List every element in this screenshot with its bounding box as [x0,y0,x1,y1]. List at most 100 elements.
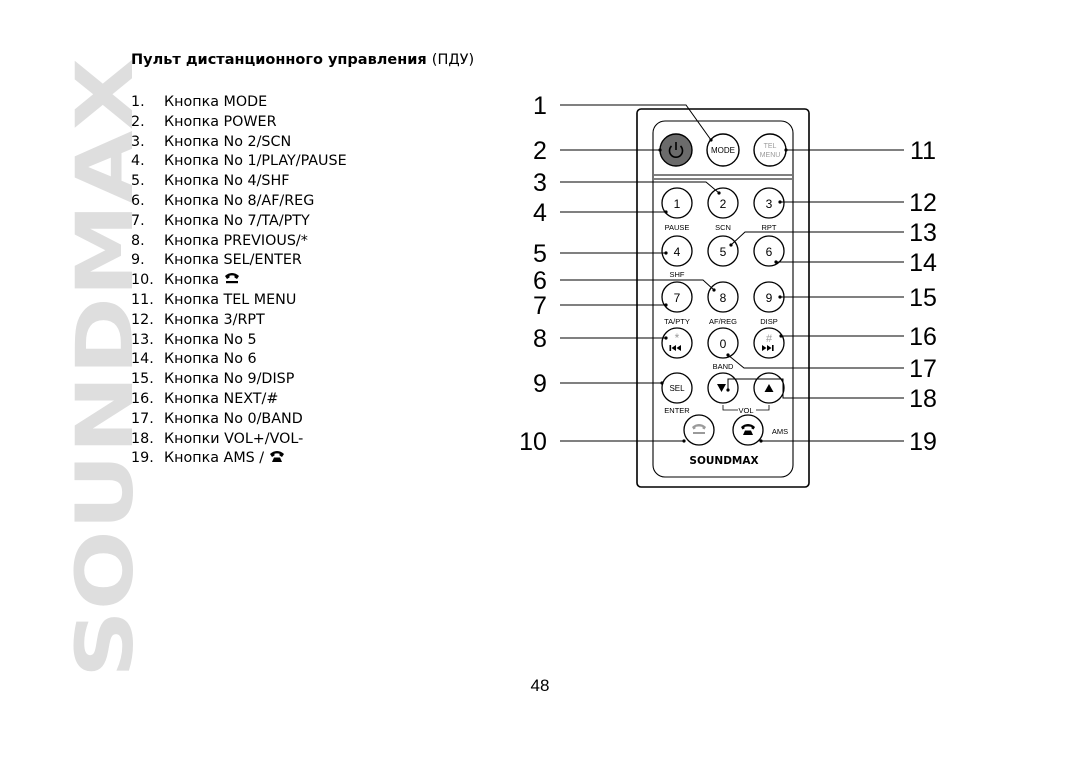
item-number: 15. [131,371,154,388]
vol-up-button[interactable] [753,372,785,404]
item-number: 11. [131,291,154,308]
sel-button[interactable]: SEL [661,372,693,404]
item-number: 17. [131,410,154,427]
item-number: 2. [131,113,145,130]
list-item: 9.Кнопка SEL/ENTER [131,251,347,271]
item-number: 7. [131,212,145,229]
phone-answer-icon [268,449,286,463]
item-text: Кнопка No 0/BAND [164,410,303,427]
key-label: 5 [720,245,727,259]
leader-lines-right [726,148,904,443]
callout-number: 19 [909,428,937,456]
item-text: Кнопка No 6 [164,351,257,368]
remote-logo: SOUNDMAX [689,455,758,467]
star-label: * [675,331,680,345]
mode-button[interactable]: MODE [706,133,740,167]
list-item: 1. Кнопка MODE [131,93,347,113]
previous-icon [669,345,681,351]
callout-number: 14 [909,249,937,277]
callout-number: 1 [533,92,547,120]
disp-label: DISP [760,317,778,326]
key-4-button[interactable]: 4 [661,235,693,267]
phone-hangup-icon [692,424,706,434]
vol-down-button[interactable] [707,372,739,404]
item-text: Кнопка [164,272,219,289]
item-text: Кнопка MODE [164,94,268,110]
callout-number: 9 [533,370,547,398]
ams-label: AMS [772,427,788,436]
key-5-button[interactable]: 5 [707,235,739,267]
list-item: 17. Кнопка No 0/BAND [131,410,347,430]
callout-number: 10 [519,428,547,456]
vol-label: VOL [738,406,753,415]
callout-number: 6 [533,267,547,295]
hangup-button[interactable] [683,414,715,446]
page-title: Пульт дистанционного управления (ПДУ) [131,52,474,68]
key-8-button[interactable]: 8 [707,281,739,313]
key-2-button[interactable]: 2 [707,187,739,219]
item-number: 6. [131,192,145,209]
leader-lines-left [560,104,721,443]
item-number: 12. [131,311,154,328]
power-button[interactable] [659,133,693,167]
callout-number: 8 [533,325,547,353]
key-0-button[interactable]: 0 [707,327,739,359]
item-number: 14. [131,351,154,368]
item-text: Кнопка No 8/AF/REG [164,192,315,209]
next-button[interactable]: # [753,327,785,359]
menu-label: MENU [760,152,781,159]
key-label: 1 [674,197,681,211]
key-7-button[interactable]: 7 [661,281,693,313]
list-item: 7.Кнопка No 7/TA/PTY [131,212,347,232]
item-text: Кнопка 3/RPT [164,311,265,328]
list-item: 11.Кнопка TEL MENU [131,291,347,311]
key-label: 7 [674,291,681,305]
item-text: Кнопка NEXT/# [164,390,279,407]
key-label: 3 [766,197,773,211]
list-item: 18.Кнопки VOL+/VOL- [131,430,347,450]
callout-number: 3 [533,169,547,197]
title-main: Пульт дистанционного управления [131,52,427,68]
list-item: 14. Кнопка No 6 [131,350,347,370]
sel-label: SEL [669,384,685,393]
list-item: 3.Кнопка No 2/SCN [131,133,347,153]
pause-label: PAUSE [665,223,690,232]
callout-number: 18 [909,385,937,413]
list-item: 4.Кнопка No 1/PLAY/PAUSE [131,152,347,172]
item-text: Кнопка No 4/SHF [164,173,290,190]
key-label: 4 [674,245,681,259]
callout-number: 12 [909,189,937,217]
soundmax-watermark: SOUNDMAX [61,58,150,678]
list-item: 10. Кнопка [131,271,347,291]
callout-numbers-right: 11 12 13 14 15 16 17 18 19 [909,137,937,456]
callout-number: 16 [909,323,937,351]
list-item: 13.Кнопка No 5 [131,331,347,351]
callout-number: 13 [909,219,937,247]
list-item: 19.Кнопка AMS / [131,449,347,469]
previous-button[interactable]: * [661,327,693,359]
key-1-button[interactable]: 1 [661,187,693,219]
callout-number: 5 [533,240,547,268]
callout-number: 11 [910,137,936,165]
answer-ams-button[interactable] [732,414,764,446]
tel-menu-button[interactable]: TEL MENU [753,133,787,167]
callout-number: 15 [909,284,937,312]
band-label: BAND [713,362,734,371]
phone-answer-icon [741,424,755,435]
power-icon [668,142,684,158]
key-9-button[interactable]: 9 [753,281,785,313]
rpt-label: RPT [762,223,777,232]
item-text: Кнопка SEL/ENTER [164,252,302,269]
key-3-button[interactable]: 3 [753,187,785,219]
key-label: 9 [766,291,773,305]
mode-label: MODE [711,146,735,155]
item-text: Кнопка AMS / [164,450,265,467]
item-number: 4. [131,153,145,170]
vol-up-icon [764,384,774,392]
item-number: 1. [131,94,145,110]
key-6-button[interactable]: 6 [753,235,785,267]
item-text: Кнопка No 2/SCN [164,133,292,150]
afreg-label: AF/REG [709,317,737,326]
item-number: 10. [131,272,154,289]
